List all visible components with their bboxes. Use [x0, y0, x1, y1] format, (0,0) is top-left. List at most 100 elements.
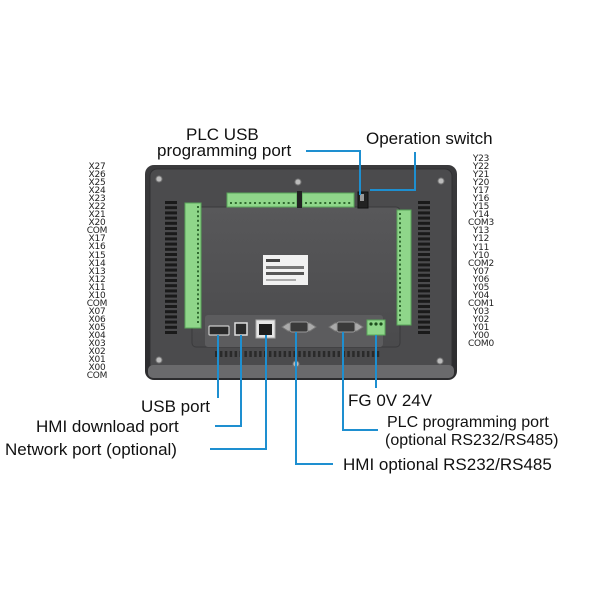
- vent-slot: [337, 351, 340, 357]
- terminal-pin: [197, 279, 199, 282]
- io-label: COM: [86, 226, 108, 237]
- vent-slot: [342, 351, 345, 357]
- vent-slot: [418, 315, 430, 319]
- vent-slot: [165, 279, 177, 282]
- vent-slot: [418, 232, 430, 236]
- terminal-pin: [329, 202, 331, 204]
- vent-slot: [165, 247, 177, 251]
- screw: [294, 178, 302, 186]
- vent-slot: [352, 351, 355, 357]
- vent-slot: [418, 221, 430, 225]
- terminal-pin: [197, 252, 199, 254]
- vent-slot: [362, 351, 365, 357]
- vent-slot: [298, 351, 301, 357]
- vent-slot: [165, 216, 177, 220]
- terminal-pin: [399, 231, 401, 234]
- terminal-pin: [197, 229, 199, 231]
- usb-a-port[interactable]: [208, 325, 230, 336]
- io-label: X14: [88, 258, 106, 269]
- vent-slot: [418, 216, 430, 220]
- terminal-pin: [314, 202, 317, 204]
- callout-network-port: Network port (optional): [5, 440, 177, 459]
- io-label: X15: [88, 250, 106, 261]
- vent-slot: [418, 279, 430, 282]
- product-label-text: [266, 266, 304, 269]
- vent-slot: [259, 351, 262, 357]
- db9-port-hmi[interactable]: [281, 321, 317, 333]
- terminal-pin: [258, 202, 261, 204]
- vent-slot: [244, 351, 247, 357]
- terminal-pin: [197, 288, 199, 291]
- usb-b-port[interactable]: [234, 322, 248, 336]
- io-label: X12: [88, 274, 106, 285]
- vent-slot: [418, 331, 430, 334]
- terminal-pin: [399, 314, 401, 317]
- db9-port-plc[interactable]: [328, 321, 364, 333]
- terminal-pin: [249, 202, 252, 204]
- screw: [437, 177, 445, 185]
- terminal-pin: [287, 202, 290, 204]
- vent-slot: [347, 351, 350, 357]
- io-label: X16: [88, 242, 106, 253]
- terminal-pin: [399, 272, 401, 275]
- terminal-pin: [399, 305, 401, 307]
- callout-plc-programming-optional: (optional RS232/RS485): [385, 432, 559, 449]
- vent-slot: [165, 232, 177, 236]
- io-label: Y07: [472, 266, 490, 277]
- terminal-pin: [230, 202, 232, 204]
- vent-slot: [418, 211, 430, 215]
- terminal-pin: [319, 202, 322, 204]
- vent-slot: [418, 320, 430, 324]
- vent-slot: [418, 206, 430, 210]
- terminal-pin: [273, 202, 276, 204]
- io-label: Y12: [472, 234, 490, 245]
- power-terminal[interactable]: [366, 319, 386, 336]
- vent-slot: [418, 289, 430, 293]
- vent-slot: [165, 242, 177, 246]
- terminal-pin: [333, 202, 336, 204]
- terminal-pin: [399, 254, 401, 257]
- product-label-text: [266, 279, 296, 281]
- vent-slot: [418, 299, 430, 303]
- vent-slot: [418, 201, 430, 204]
- vent-slot: [376, 351, 380, 357]
- terminal-pin: [197, 233, 199, 236]
- terminal-pin: [197, 293, 199, 296]
- vent-slot: [165, 289, 177, 293]
- vent-slot: [239, 351, 242, 357]
- terminal-pin: [399, 295, 401, 298]
- terminal-pin: [197, 321, 199, 323]
- terminal-pin: [197, 224, 199, 227]
- terminal-pin: [197, 215, 199, 218]
- io-label: X27: [88, 162, 106, 172]
- io-label: Y22: [472, 162, 490, 173]
- terminal-pin: [197, 247, 199, 250]
- io-label: X20: [88, 218, 106, 229]
- terminal-pin: [399, 318, 401, 321]
- vent-slot: [234, 351, 238, 357]
- product-label-text: [266, 259, 280, 262]
- vent-slot: [327, 351, 331, 357]
- vent-slot: [322, 351, 326, 357]
- vent-slot: [254, 351, 257, 357]
- callout-power: FG 0V 24V: [348, 391, 433, 410]
- terminal-pin: [244, 202, 247, 204]
- vent-slot: [303, 351, 306, 357]
- io-label: Y02: [472, 314, 490, 325]
- vent-slot: [229, 351, 233, 357]
- terminal-pin: [197, 311, 199, 314]
- vent-slot: [418, 263, 430, 267]
- vent-slot: [357, 351, 360, 357]
- terminal-pin: [197, 206, 199, 208]
- terminal-pin: [399, 240, 401, 243]
- top-terminal-block-2: [301, 192, 355, 208]
- vent-slot: [165, 237, 177, 241]
- terminal-pin: [197, 261, 199, 264]
- terminal-pin: [197, 302, 199, 305]
- vent-slot: [317, 351, 321, 357]
- io-label: Y13: [472, 226, 490, 237]
- bottom-lip: [148, 365, 454, 378]
- vent-slot: [418, 253, 430, 256]
- io-label: X23: [88, 194, 106, 205]
